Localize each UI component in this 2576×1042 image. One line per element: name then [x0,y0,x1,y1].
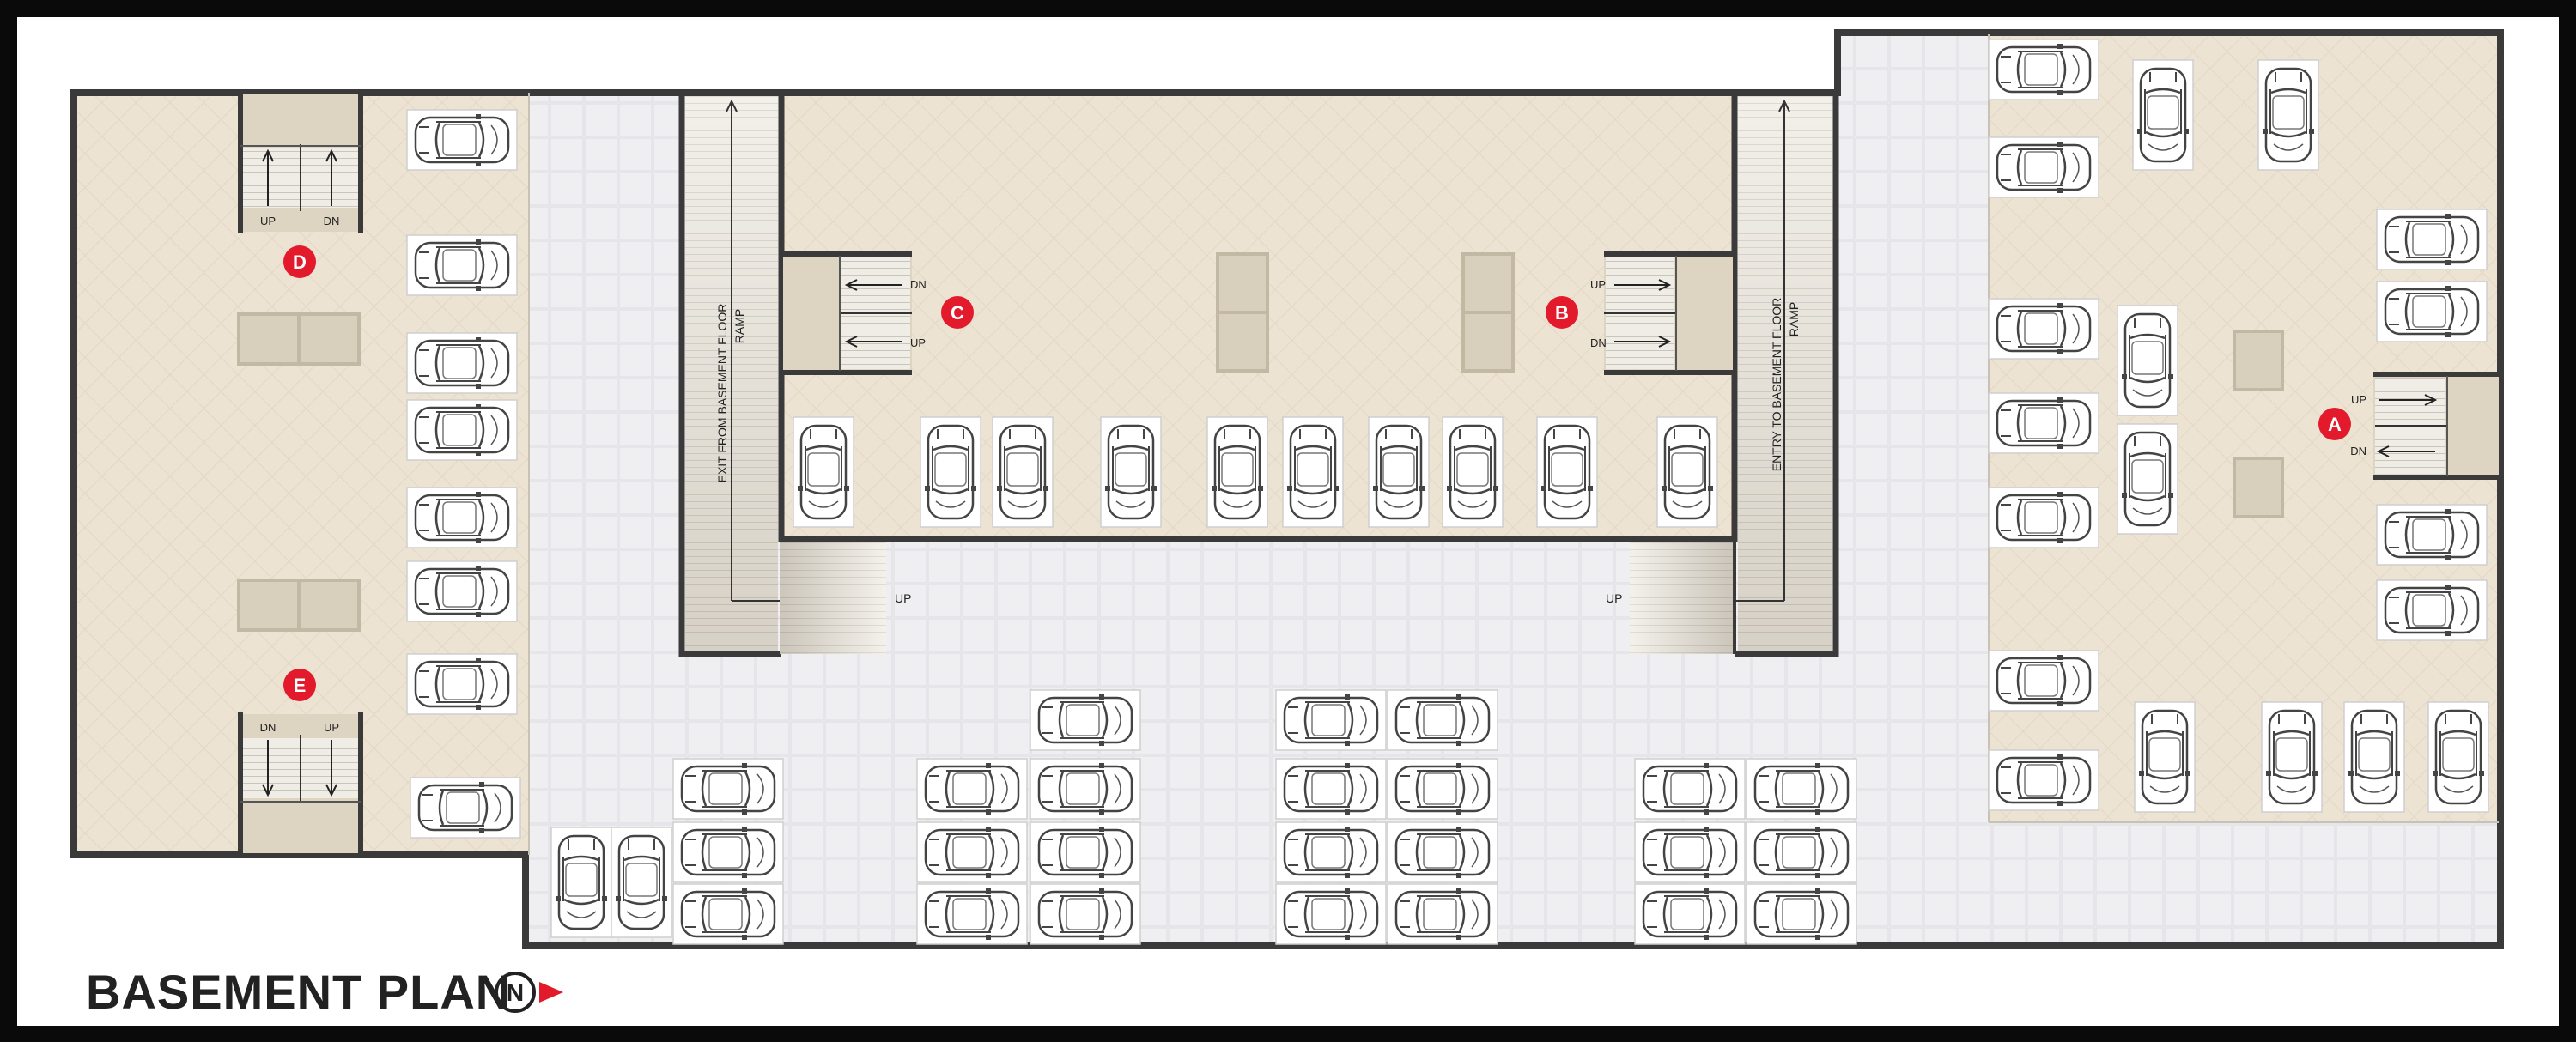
zone-marker-e: E [283,669,316,701]
staircase-a-dn-label: DN [2350,445,2366,457]
exit-ramp: EXIT FROM BASEMENT FLOOR RAMP UP [685,96,911,654]
outer-wall [70,29,2504,949]
staircase-e-up-label: UP [324,721,339,734]
staircase-b-up-label: UP [1590,278,1606,291]
staircase-a-up-label: UP [2351,393,2366,406]
north-symbol: N [507,979,524,1006]
staircase-c-dn-label: DN [910,278,927,291]
staircase-e: DN UP [238,712,363,855]
lift-shafts [237,252,2284,632]
staircase-a: UP DN [2350,372,2500,480]
staircase-c: DN UP [781,251,927,375]
zone-marker-b: B [1546,296,1578,329]
exit-ramp-label-1: EXIT FROM BASEMENT FLOOR [715,304,729,483]
zone-marker-a-label: A [2328,414,2342,435]
staircase-e-dn-label: DN [260,721,276,734]
zone-marker-c: C [941,296,974,329]
core-wall [678,93,1839,657]
zone-marker-e-label: E [294,675,307,696]
exit-ramp-up-label: UP [895,591,911,605]
staircase-b: UP DN [1590,251,1735,375]
zone-marker-a: A [2318,408,2351,440]
staircase-b-dn-label: DN [1590,336,1607,349]
entry-ramp-up-label: UP [1606,591,1622,605]
staircase-d: UP DN [238,94,363,233]
plan-title: BASEMENT PLAN [86,965,511,1019]
staircase-c-up-label: UP [910,336,926,349]
entry-ramp-label-2: RAMP [1787,302,1801,336]
exit-ramp-label-2: RAMP [732,309,746,343]
entry-ramp-label-1: ENTRY TO BASEMENT FLOOR [1770,298,1783,472]
entry-ramp: ENTRY TO BASEMENT FLOOR RAMP UP [1606,96,1832,654]
zone-marker-d: D [283,245,316,278]
zone-marker-b-label: B [1555,302,1569,324]
staircase-d-dn-label: DN [324,215,340,227]
parking-central-block [793,417,1717,527]
zone-marker-d-label: D [293,251,307,273]
north-arrow-icon: N [495,972,563,1013]
zone-marker-c-label: C [951,302,964,324]
staircase-d-up-label: UP [260,215,276,227]
